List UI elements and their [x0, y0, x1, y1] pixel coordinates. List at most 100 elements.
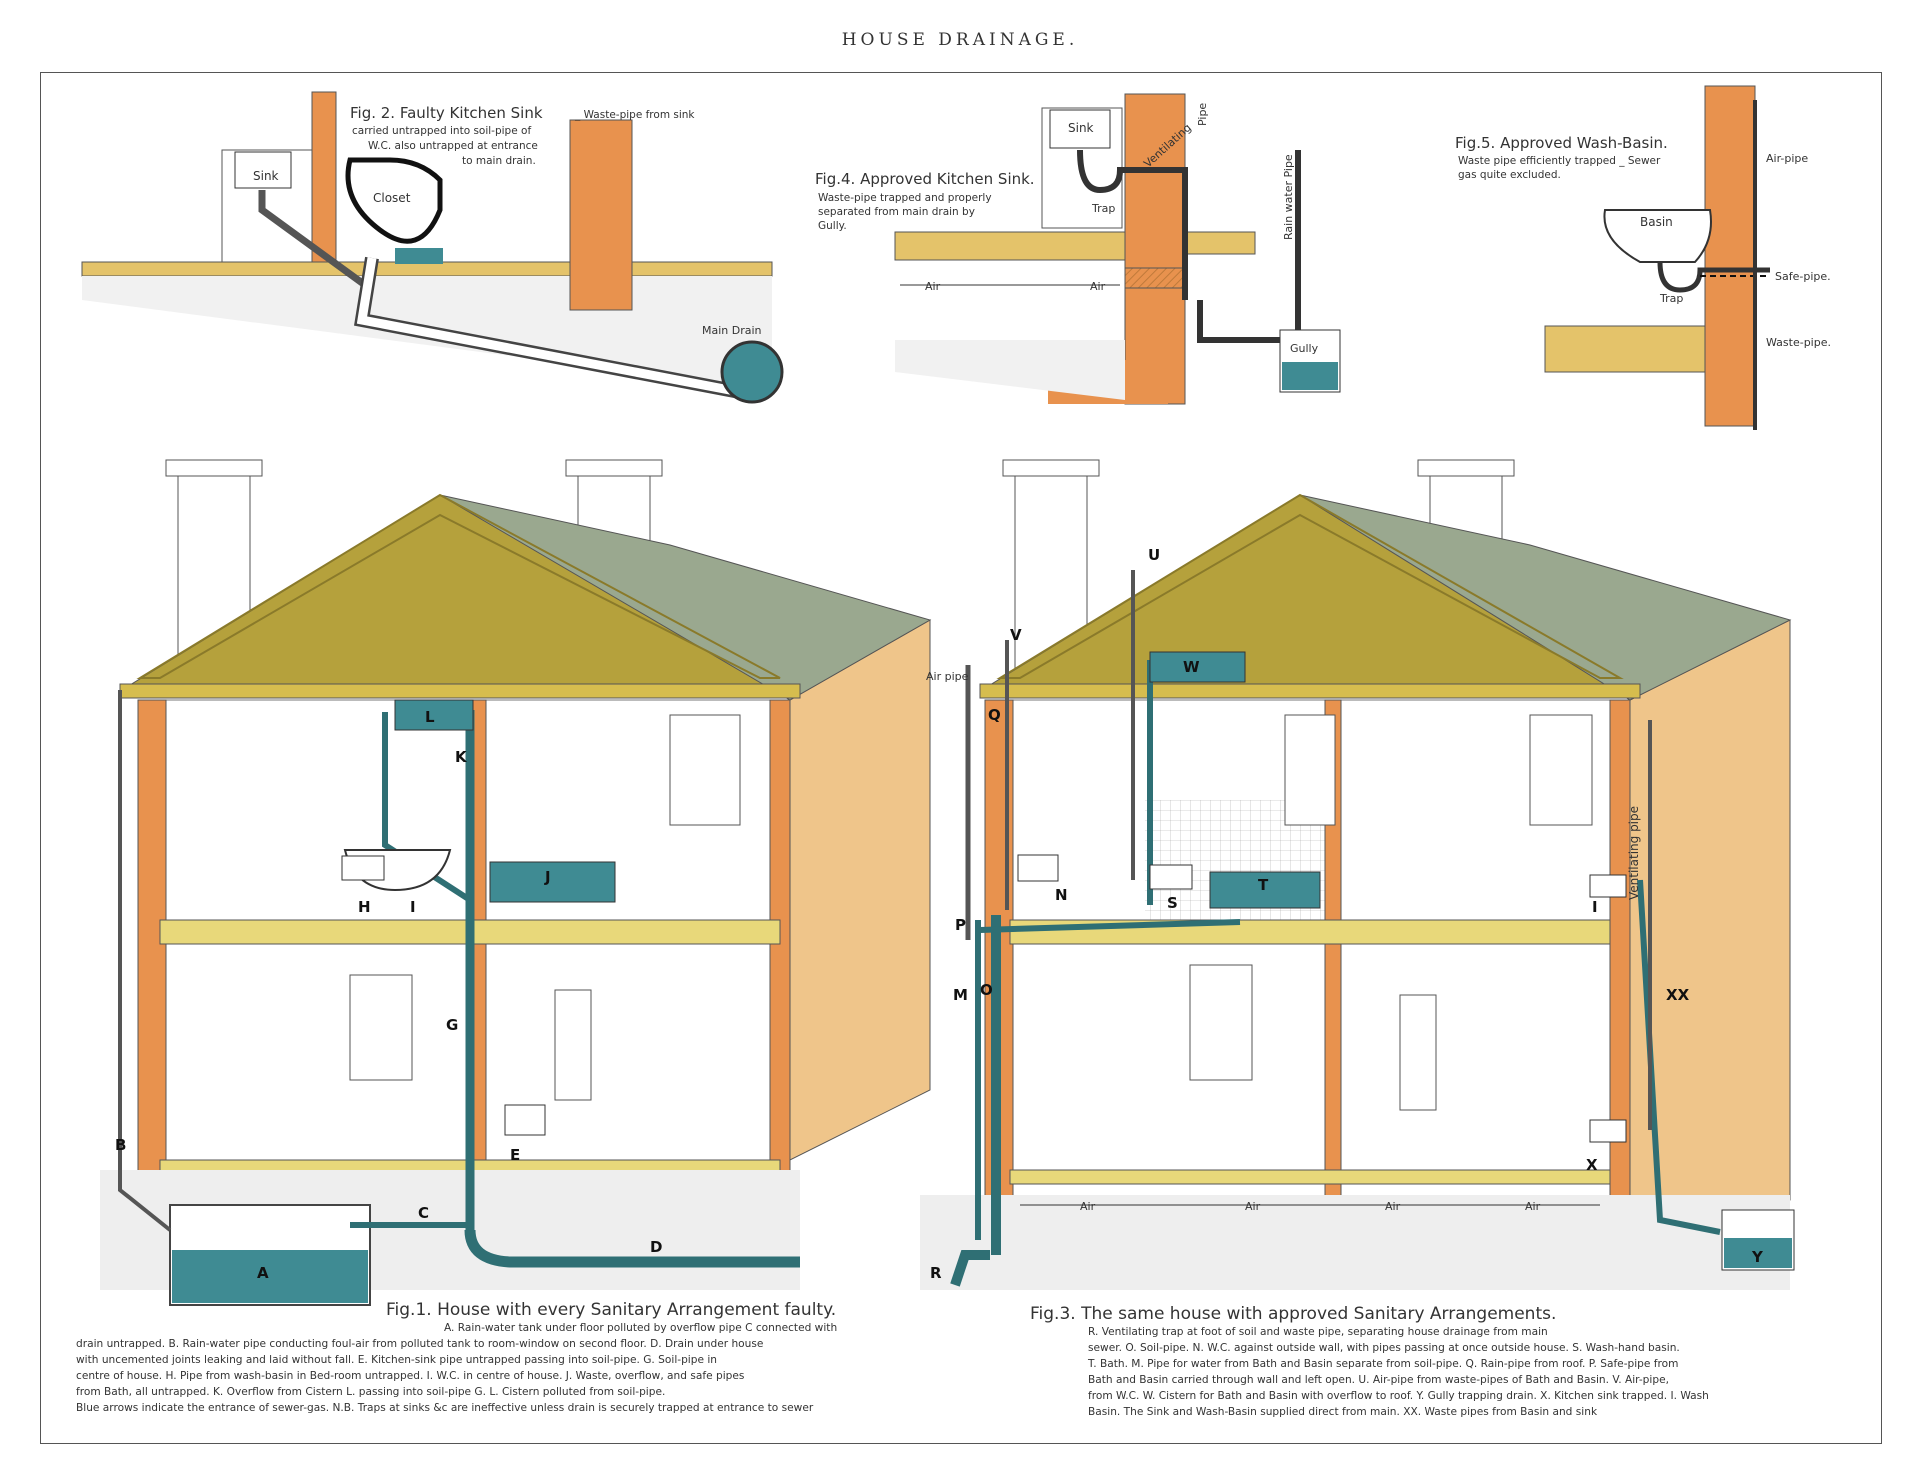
- fig1-eaves: [119, 683, 801, 699]
- fig3-caption-title: Fig.3. The same house with approved Sani…: [1030, 1304, 1557, 1324]
- fig3-chimney-right-cap: [1417, 459, 1515, 477]
- fig3-approved-house: Ventilating pipe Air pipe Air Air Air Ai…: [920, 459, 1795, 1290]
- fig3-air-pipe-label: Air pipe: [926, 670, 969, 683]
- fig3-tag-Y: Y: [1751, 1248, 1764, 1266]
- fig5-waste-pipe-label: Waste-pipe.: [1766, 336, 1831, 349]
- fig1-chimney-left-cap: [165, 459, 263, 477]
- fig1-wall-right: [769, 699, 791, 1201]
- fig1-caption-line-1: A. Rain-water tank under floor polluted …: [444, 1322, 838, 1334]
- fig3-wash-basin-I: [1589, 874, 1627, 898]
- fig3-wall-right: [1609, 699, 1631, 1231]
- fig1-tag-B: B: [115, 1136, 126, 1154]
- fig3-roof-rafters: [996, 493, 1624, 679]
- fig4-air-label-1: Air: [925, 280, 941, 293]
- fig1-caption-line-2: drain untrapped. B. Rain-water pipe cond…: [76, 1338, 764, 1350]
- fig4-desc-2: separated from main drain by: [818, 206, 975, 218]
- fig2-main-drain-label: Main Drain: [702, 324, 762, 337]
- fig5-trap-label: Trap: [1659, 292, 1683, 305]
- fig3-tag-S: S: [1167, 894, 1178, 912]
- fig1-tag-L: L: [425, 708, 435, 726]
- fig2-closet: [345, 157, 443, 244]
- fig3-tag-M: M: [953, 986, 968, 1004]
- fig1-caption: Fig.1. House with every Sanitary Arrange…: [76, 1300, 996, 1416]
- fig4-approved-kitchen-sink: Sink Trap Ventilating Pipe Rain water Pi…: [815, 93, 1341, 405]
- fig3-tag-I: I: [1592, 898, 1598, 916]
- fig3-caption: Fig.3. The same house with approved Sani…: [1030, 1304, 1860, 1420]
- fig5-basin-label: Basin: [1640, 215, 1673, 229]
- fig3-tag-W: W: [1183, 658, 1200, 676]
- fig4-trap-label: Trap: [1091, 202, 1115, 215]
- fig3-tag-U: U: [1148, 546, 1160, 564]
- fig1-tag-J: J: [544, 868, 551, 886]
- fig3-caption-line-2: sewer. O. Soil-pipe. N. W.C. against out…: [1088, 1342, 1680, 1354]
- fig1-tag-A: A: [257, 1264, 269, 1282]
- fig3-tag-X: X: [1586, 1156, 1598, 1174]
- fig3-tag-XX: XX: [1666, 986, 1690, 1004]
- fig5-approved-wash-basin: Basin Trap Air-pipe Safe-pipe. Waste-pip…: [1455, 85, 1831, 430]
- fig2-floor: [81, 261, 773, 277]
- fig3-door: [1399, 994, 1437, 1111]
- fig1-caption-title: Fig.1. House with every Sanitary Arrange…: [386, 1300, 837, 1320]
- fig3-tag-N: N: [1055, 886, 1068, 904]
- fig4-floor: [894, 231, 1126, 261]
- fig3-cistern-W: [1149, 651, 1246, 683]
- fig3-vent-trap-R: [950, 1250, 990, 1287]
- fig3-tag-P: P: [955, 916, 966, 934]
- fig1-drain-D: [464, 1229, 800, 1268]
- fig2-faulty-kitchen-sink: Sink Closet Main Drain Fig. 2. Faulty Ki…: [81, 91, 784, 404]
- fig3-tag-Q: Q: [988, 706, 1001, 724]
- fig4-ground: [895, 340, 1125, 400]
- fig4-pipe-label: Pipe: [1196, 103, 1209, 126]
- fig1-tag-E: E: [510, 1146, 520, 1164]
- fig5-wall: [1704, 85, 1756, 427]
- fig4-gully-water: [1282, 362, 1338, 390]
- fig1-caption-line-6: Blue arrows indicate the entrance of sew…: [76, 1402, 814, 1414]
- fig1-bath-J: [489, 861, 616, 903]
- fig5-safe-pipe-label: Safe-pipe.: [1775, 270, 1831, 283]
- fig5-title: Fig.5. Approved Wash-Basin.: [1455, 134, 1668, 152]
- fig1-kitchen-sink-E: [504, 1104, 546, 1136]
- fig1-side-wall: [789, 619, 931, 1161]
- fig1-window-lower: [349, 974, 413, 1081]
- fig2-closet-water: [395, 248, 443, 264]
- fig1-window-upper: [669, 714, 741, 826]
- fig1-door: [554, 989, 592, 1101]
- fig4-waste-to-gully: [1197, 300, 1280, 343]
- fig3-gully-water: [1724, 1238, 1792, 1268]
- fig4-desc-3: Gully.: [818, 220, 847, 232]
- fig3-window-upper-right: [1529, 714, 1593, 826]
- fig2-title: Fig. 2. Faulty Kitchen Sink: [350, 104, 543, 122]
- fig1-wall-left: [137, 699, 167, 1251]
- fig3-caption-line-4: Bath and Basin carried through wall and …: [1088, 1374, 1669, 1386]
- fig1-tag-K: K: [455, 748, 468, 766]
- fig2-sink: [234, 151, 292, 189]
- fig1-wash-basin-H: [341, 855, 385, 881]
- fig2-closet-label: Closet: [373, 191, 411, 205]
- fig4-desc-1: Waste-pipe trapped and properly: [818, 192, 992, 204]
- fig4-title: Fig.4. Approved Kitchen Sink.: [815, 170, 1035, 188]
- fig3-air-label-4: Air: [1525, 1200, 1541, 1213]
- fig3-roof-slate: [1299, 494, 1792, 701]
- fig2-wall-left: [311, 91, 337, 263]
- fig2-desc-1: _ Waste-pipe from sink: [574, 109, 695, 121]
- fig3-eaves: [979, 683, 1641, 699]
- fig5-desc-1: Waste pipe efficiently trapped _ Sewer: [1458, 155, 1661, 167]
- fig4-gully-label: Gully: [1290, 342, 1319, 355]
- fig2-waste-pipe: [258, 190, 368, 288]
- fig4-air-label-2: Air: [1090, 280, 1106, 293]
- fig3-caption-line-5: from W.C. W. Cistern for Bath and Basin …: [1088, 1390, 1709, 1402]
- fig2-main-drain: [720, 340, 784, 404]
- fig4-sink: [1049, 109, 1111, 149]
- fig4-sink-label: Sink: [1068, 121, 1094, 135]
- fig3-wc-N: [1017, 854, 1059, 882]
- fig2-sink-cabinet: [221, 149, 313, 263]
- fig3-basin-S: [1149, 864, 1193, 890]
- fig2-wall-right: [569, 119, 633, 311]
- fig1-caption-line-5: from Bath, all untrapped. K. Overflow fr…: [76, 1386, 666, 1398]
- fig5-basin: [1603, 209, 1712, 263]
- fig3-tag-R: R: [930, 1264, 942, 1282]
- fig1-faulty-house: A B C D E G H I J K L: [100, 459, 932, 1306]
- fig3-tag-O: O: [980, 981, 993, 999]
- fig5-trap: [1657, 261, 1770, 293]
- fig3-waste-pipes-XX: [1637, 879, 1721, 1235]
